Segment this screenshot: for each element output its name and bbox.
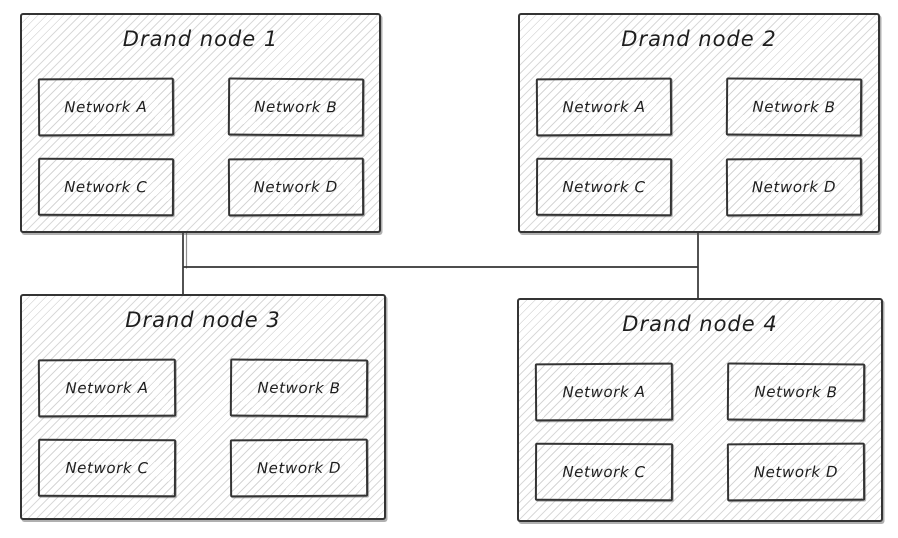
network-box: Network B	[726, 362, 866, 422]
network-box: Network D	[227, 157, 364, 217]
network-grid: Network A Network B Network C Network D	[519, 362, 881, 502]
network-grid: Network A Network B Network C Network D	[22, 77, 379, 217]
network-box: Network A	[37, 77, 174, 137]
network-box: Network C	[37, 157, 174, 217]
network-grid: Network A Network B Network C Network D	[520, 77, 878, 217]
network-box: Network D	[725, 157, 863, 217]
node-title: Drand node 3	[125, 308, 281, 332]
network-box: Network A	[37, 358, 177, 418]
network-box: Network C	[535, 157, 673, 217]
network-box: Network B	[229, 358, 369, 418]
network-box: Network A	[534, 362, 674, 422]
drand-node-3-box: Drand node 3 Network A Network B Network…	[20, 294, 386, 520]
drand-node-4-box: Drand node 4 Network A Network B Network…	[517, 298, 883, 522]
node-title: Drand node 4	[622, 312, 778, 336]
network-box: Network B	[227, 77, 364, 137]
node-title: Drand node 2	[621, 27, 777, 51]
network-box: Network C	[37, 438, 177, 498]
network-grid: Network A Network B Network C Network D	[22, 358, 384, 498]
drand-node-1-box: Drand node 1 Network A Network B Network…	[20, 13, 381, 233]
network-box: Network D	[726, 442, 866, 502]
node-title: Drand node 1	[122, 27, 279, 51]
network-box: Network A	[535, 77, 673, 137]
network-box: Network D	[229, 438, 369, 498]
network-box: Network C	[534, 442, 674, 502]
drand-node-2-box: Drand node 2 Network A Network B Network…	[518, 13, 880, 233]
network-box: Network B	[725, 77, 863, 137]
